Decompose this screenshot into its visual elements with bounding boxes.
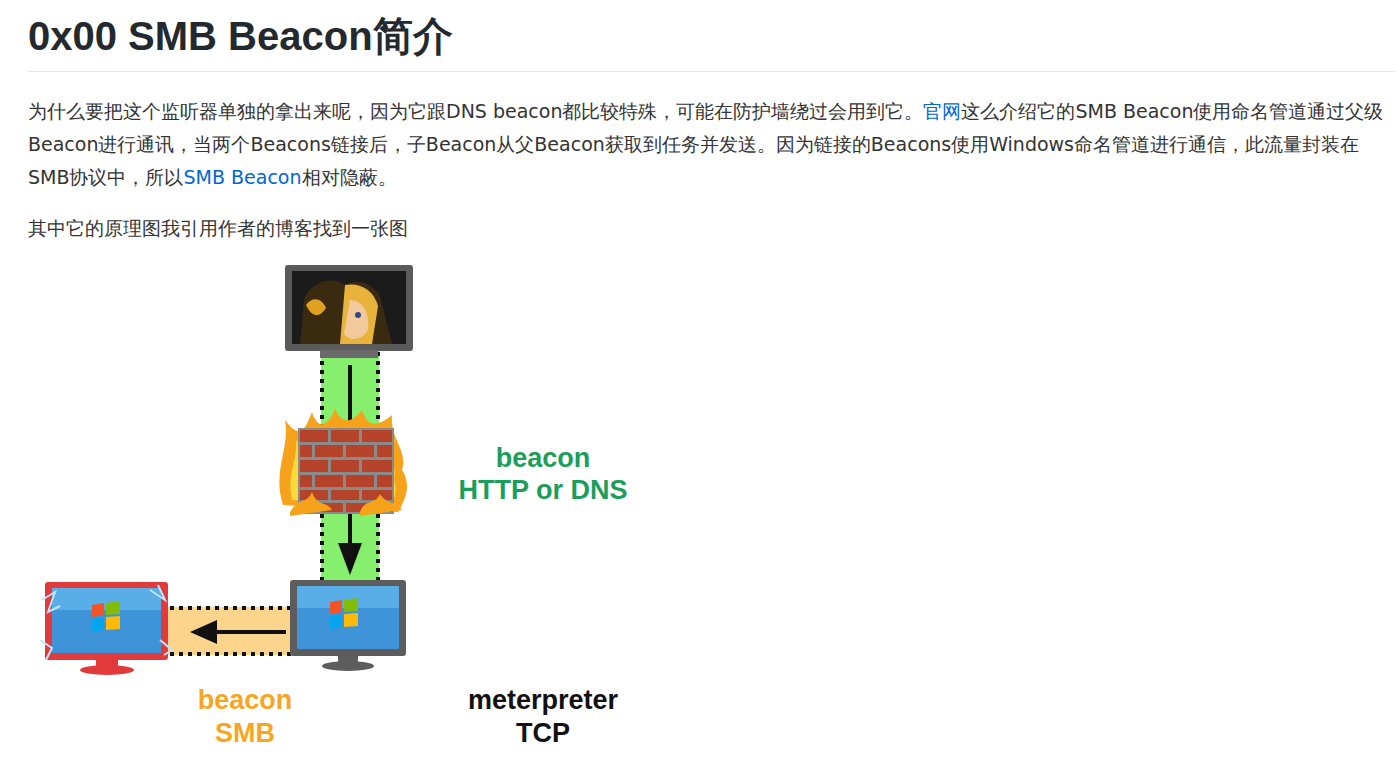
band-dots (170, 606, 294, 610)
channel-label: TCP (516, 717, 570, 749)
firewall-bricks (290, 428, 402, 516)
arrow-shaft (215, 630, 286, 634)
band-dots (170, 652, 294, 656)
channel-label: beacon (198, 684, 293, 716)
channel-label: meterpreter (468, 684, 618, 716)
paragraph: 其中它的原理图我引用作者的博客找到一张图 (28, 212, 1396, 245)
link-text: 官网 (923, 100, 961, 122)
attacker-monitor (285, 265, 413, 358)
page-heading: 0x00 SMB Beacon简介 (28, 8, 453, 64)
smb-band (168, 607, 296, 655)
channel-label: SMB (215, 717, 275, 749)
target-monitor (40, 582, 172, 675)
arrow-head (338, 543, 362, 575)
paragraph: 为什么要把这个监听器单独的拿出来呢，因为它跟DNS beacon都比较特殊，可能… (28, 95, 1396, 194)
pivot-monitor (290, 580, 406, 671)
channel-label: HTTP or DNS (458, 474, 627, 506)
paragraph-text: 相对隐蔽。 (302, 166, 397, 188)
link-text: SMB Beacon (184, 166, 302, 188)
arrow-head (190, 620, 217, 644)
heading-rule (28, 71, 1395, 72)
channel-label: beacon (496, 442, 591, 474)
paragraph-text: 为什么要把这个监听器单独的拿出来呢，因为它跟DNS beacon都比较特殊，可能… (28, 100, 923, 122)
paragraph-text: 其中它的原理图我引用作者的博客找到一张图 (28, 217, 408, 239)
